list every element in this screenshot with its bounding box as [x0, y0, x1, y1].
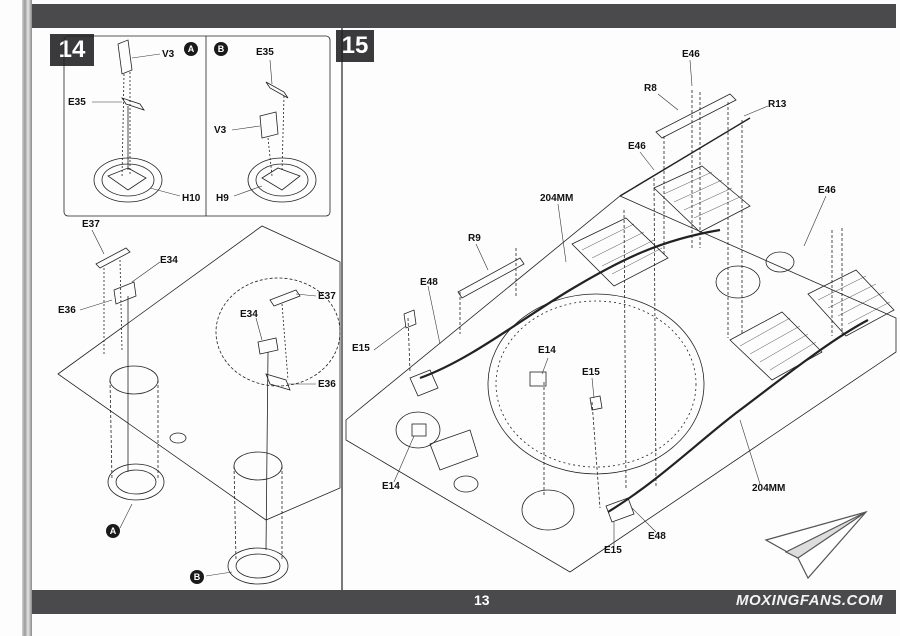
label-e15-center: E15 [582, 367, 600, 378]
label-e34-left: E34 [160, 255, 178, 266]
step-14-number: 14 [50, 34, 94, 66]
rail-r8 [655, 93, 737, 139]
marker-a-main: A [106, 524, 120, 538]
page-number: 13 [474, 592, 490, 608]
label-h10: H10 [182, 193, 201, 204]
label-e35-a: E35 [68, 97, 86, 108]
label-e37-right: E37 [318, 291, 336, 302]
label-e35-b: E35 [256, 47, 274, 58]
grille-1 [571, 217, 669, 287]
label-e14-left: E14 [382, 481, 400, 492]
label-e15-left: E15 [352, 343, 370, 354]
label-h9: H9 [216, 193, 229, 204]
marker-b-inset: B [214, 42, 228, 56]
page-stack-edge [22, 0, 32, 636]
step-14-hull-plate [57, 225, 341, 521]
grille-2 [653, 165, 751, 233]
label-e34-right: E34 [240, 309, 258, 320]
label-e15-bottom: E15 [604, 545, 622, 556]
label-e36-right: E36 [318, 379, 336, 390]
tow-cable-bottom [607, 319, 869, 513]
label-v3-a: V3 [162, 49, 175, 60]
top-band [30, 4, 896, 28]
paper-plane-icon [764, 510, 868, 580]
part-e14-left [411, 423, 427, 437]
label-r9: R9 [468, 233, 481, 244]
bottom-band [30, 590, 896, 614]
label-e36-left: E36 [58, 305, 76, 316]
step-14-inset-frame [63, 35, 331, 217]
part-e35-a [121, 97, 145, 111]
label-e48-bottom: E48 [648, 531, 666, 542]
rod-r13 [619, 117, 751, 197]
step-15-hull-plate [345, 195, 897, 573]
label-e46-right: E46 [818, 185, 836, 196]
label-204mm-bottom: 204MM [752, 483, 786, 494]
grille-4 [807, 269, 895, 337]
part-v3-a [117, 39, 133, 75]
hatch-a [107, 463, 165, 501]
marker-b-main: B [190, 570, 204, 584]
turret-ring [487, 293, 705, 475]
label-e46-mid: E46 [628, 141, 646, 152]
label-e46-top: E46 [682, 49, 700, 60]
hatch-b [227, 547, 289, 585]
label-v3-b: V3 [214, 125, 227, 136]
label-r13: R13 [768, 99, 787, 110]
part-v3-b [259, 111, 279, 139]
label-e37-left: E37 [82, 219, 100, 230]
marker-a-inset: A [184, 42, 198, 56]
part-e14-center [529, 371, 547, 387]
tow-cable-top [419, 228, 721, 380]
label-e48-left: E48 [420, 277, 438, 288]
label-204mm-top: 204MM [540, 193, 574, 204]
rail-r9 [457, 257, 525, 299]
brand-watermark: MOXINGFANS.COM [736, 592, 884, 609]
label-r8: R8 [644, 83, 657, 94]
inset-b-hatch-ring [247, 157, 317, 203]
label-e14-center: E14 [538, 345, 556, 356]
grille-3 [729, 311, 823, 381]
part-e35-b [265, 81, 289, 99]
